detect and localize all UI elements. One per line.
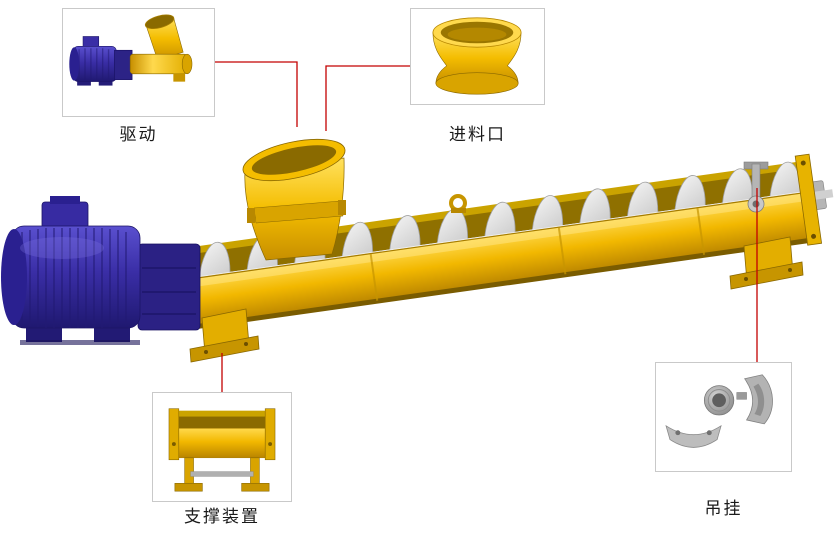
inlet-thumbnail (432, 17, 522, 95)
end-flange (794, 153, 823, 246)
inlet-funnel (242, 138, 346, 261)
hanger-callout (655, 362, 792, 472)
support-label: 支撑装置 (184, 507, 260, 526)
connector-lines (215, 61, 758, 392)
inlet-label: 进料口 (449, 125, 506, 144)
lifting-lug (449, 194, 467, 213)
support-foot-left (189, 308, 260, 363)
hanger-thumbnail (665, 374, 773, 448)
shaft-tip (814, 189, 834, 200)
support-foot-right (729, 236, 804, 290)
hanger-bearing (743, 161, 769, 213)
conveyor-trough-front (187, 153, 834, 330)
drive-thumbnail (69, 14, 193, 86)
drive-motor (1, 196, 201, 345)
drive-callout (62, 8, 215, 117)
drive-label: 驱动 (119, 125, 158, 144)
support-callout (152, 392, 292, 502)
hanger-label: 吊挂 (704, 499, 743, 518)
inlet-callout (410, 8, 545, 105)
support-thumbnail (168, 408, 276, 492)
